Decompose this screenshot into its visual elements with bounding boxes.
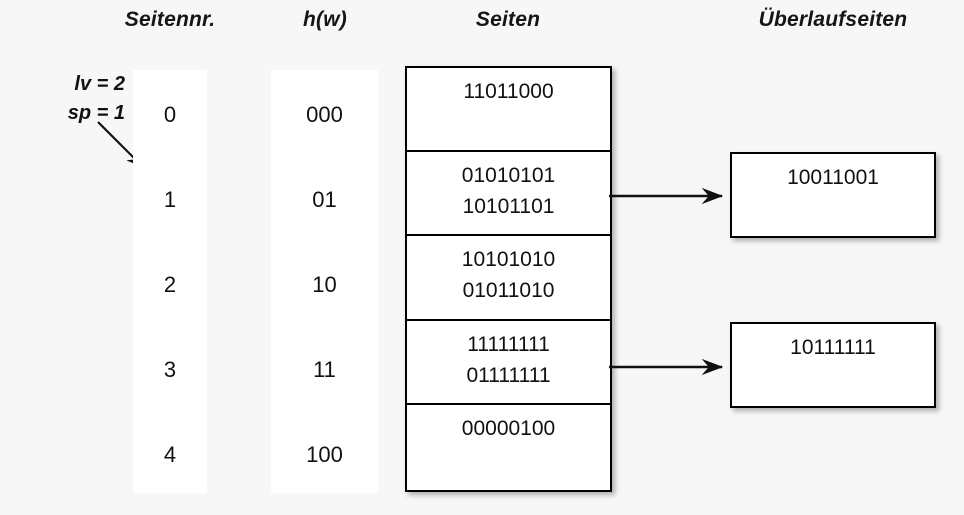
seiten-record: 01010101 — [461, 164, 556, 188]
overflow-page-0: 10011001 — [730, 152, 936, 238]
seitennr-cell-3: 3 — [163, 357, 177, 382]
column-header-seiten: Seiten — [475, 8, 541, 31]
seiten-record: 10101010 — [461, 248, 556, 272]
annotation-lv: lv = 2 — [74, 73, 125, 95]
seiten-record: 01111111 — [466, 363, 551, 387]
seitennr-cell-1: 1 — [163, 187, 177, 212]
seiten-page-1: 01010101 10101101 — [407, 152, 610, 237]
arrow-right-icon — [609, 187, 724, 205]
seitennr-cell-4: 4 — [163, 442, 177, 467]
seiten-page-0: 11011000 — [407, 68, 610, 153]
seiten-page-4: 00000100 — [407, 405, 610, 489]
seiten-record: 11111111 — [467, 332, 550, 356]
seiten-record: 01011010 — [462, 279, 555, 303]
annotation-sp: sp = 1 — [67, 102, 125, 124]
seitennr-cell-2: 2 — [163, 272, 177, 297]
seiten-page-2: 10101010 01011010 — [407, 236, 610, 321]
arrow-right-icon — [609, 358, 724, 376]
hw-cell-1: 01 — [312, 187, 337, 212]
hw-cell-4: 100 — [306, 442, 343, 467]
seitennr-cell-0: 0 — [163, 102, 177, 127]
overflow-record: 10111111 — [790, 336, 876, 359]
overflow-page-1: 10111111 — [730, 322, 936, 408]
hw-cell-3: 11 — [313, 357, 336, 382]
seiten-record: 10101101 — [462, 195, 555, 219]
column-header-seitennr: Seitennr. — [124, 8, 216, 31]
hw-cell-0: 000 — [306, 102, 343, 127]
column-header-ueberlaufseiten: Überlaufseiten — [758, 8, 908, 31]
overflow-record: 10011001 — [787, 166, 879, 189]
hw-cell-2: 10 — [312, 272, 337, 297]
level-split-annotation: lv = 2 sp = 1 — [10, 70, 125, 128]
seiten-table: 11011000 01010101 10101101 10101010 01011010… — [405, 66, 612, 492]
column-hw: 000 01 10 11 100 — [271, 70, 378, 493]
seiten-record: 00000100 — [461, 416, 556, 440]
seiten-record: 11011000 — [463, 80, 554, 103]
column-seitennr: 0 1 2 3 4 — [133, 70, 207, 493]
seiten-page-3: 11111111 01111111 — [407, 321, 610, 405]
column-header-hw: h(w) — [303, 8, 347, 31]
